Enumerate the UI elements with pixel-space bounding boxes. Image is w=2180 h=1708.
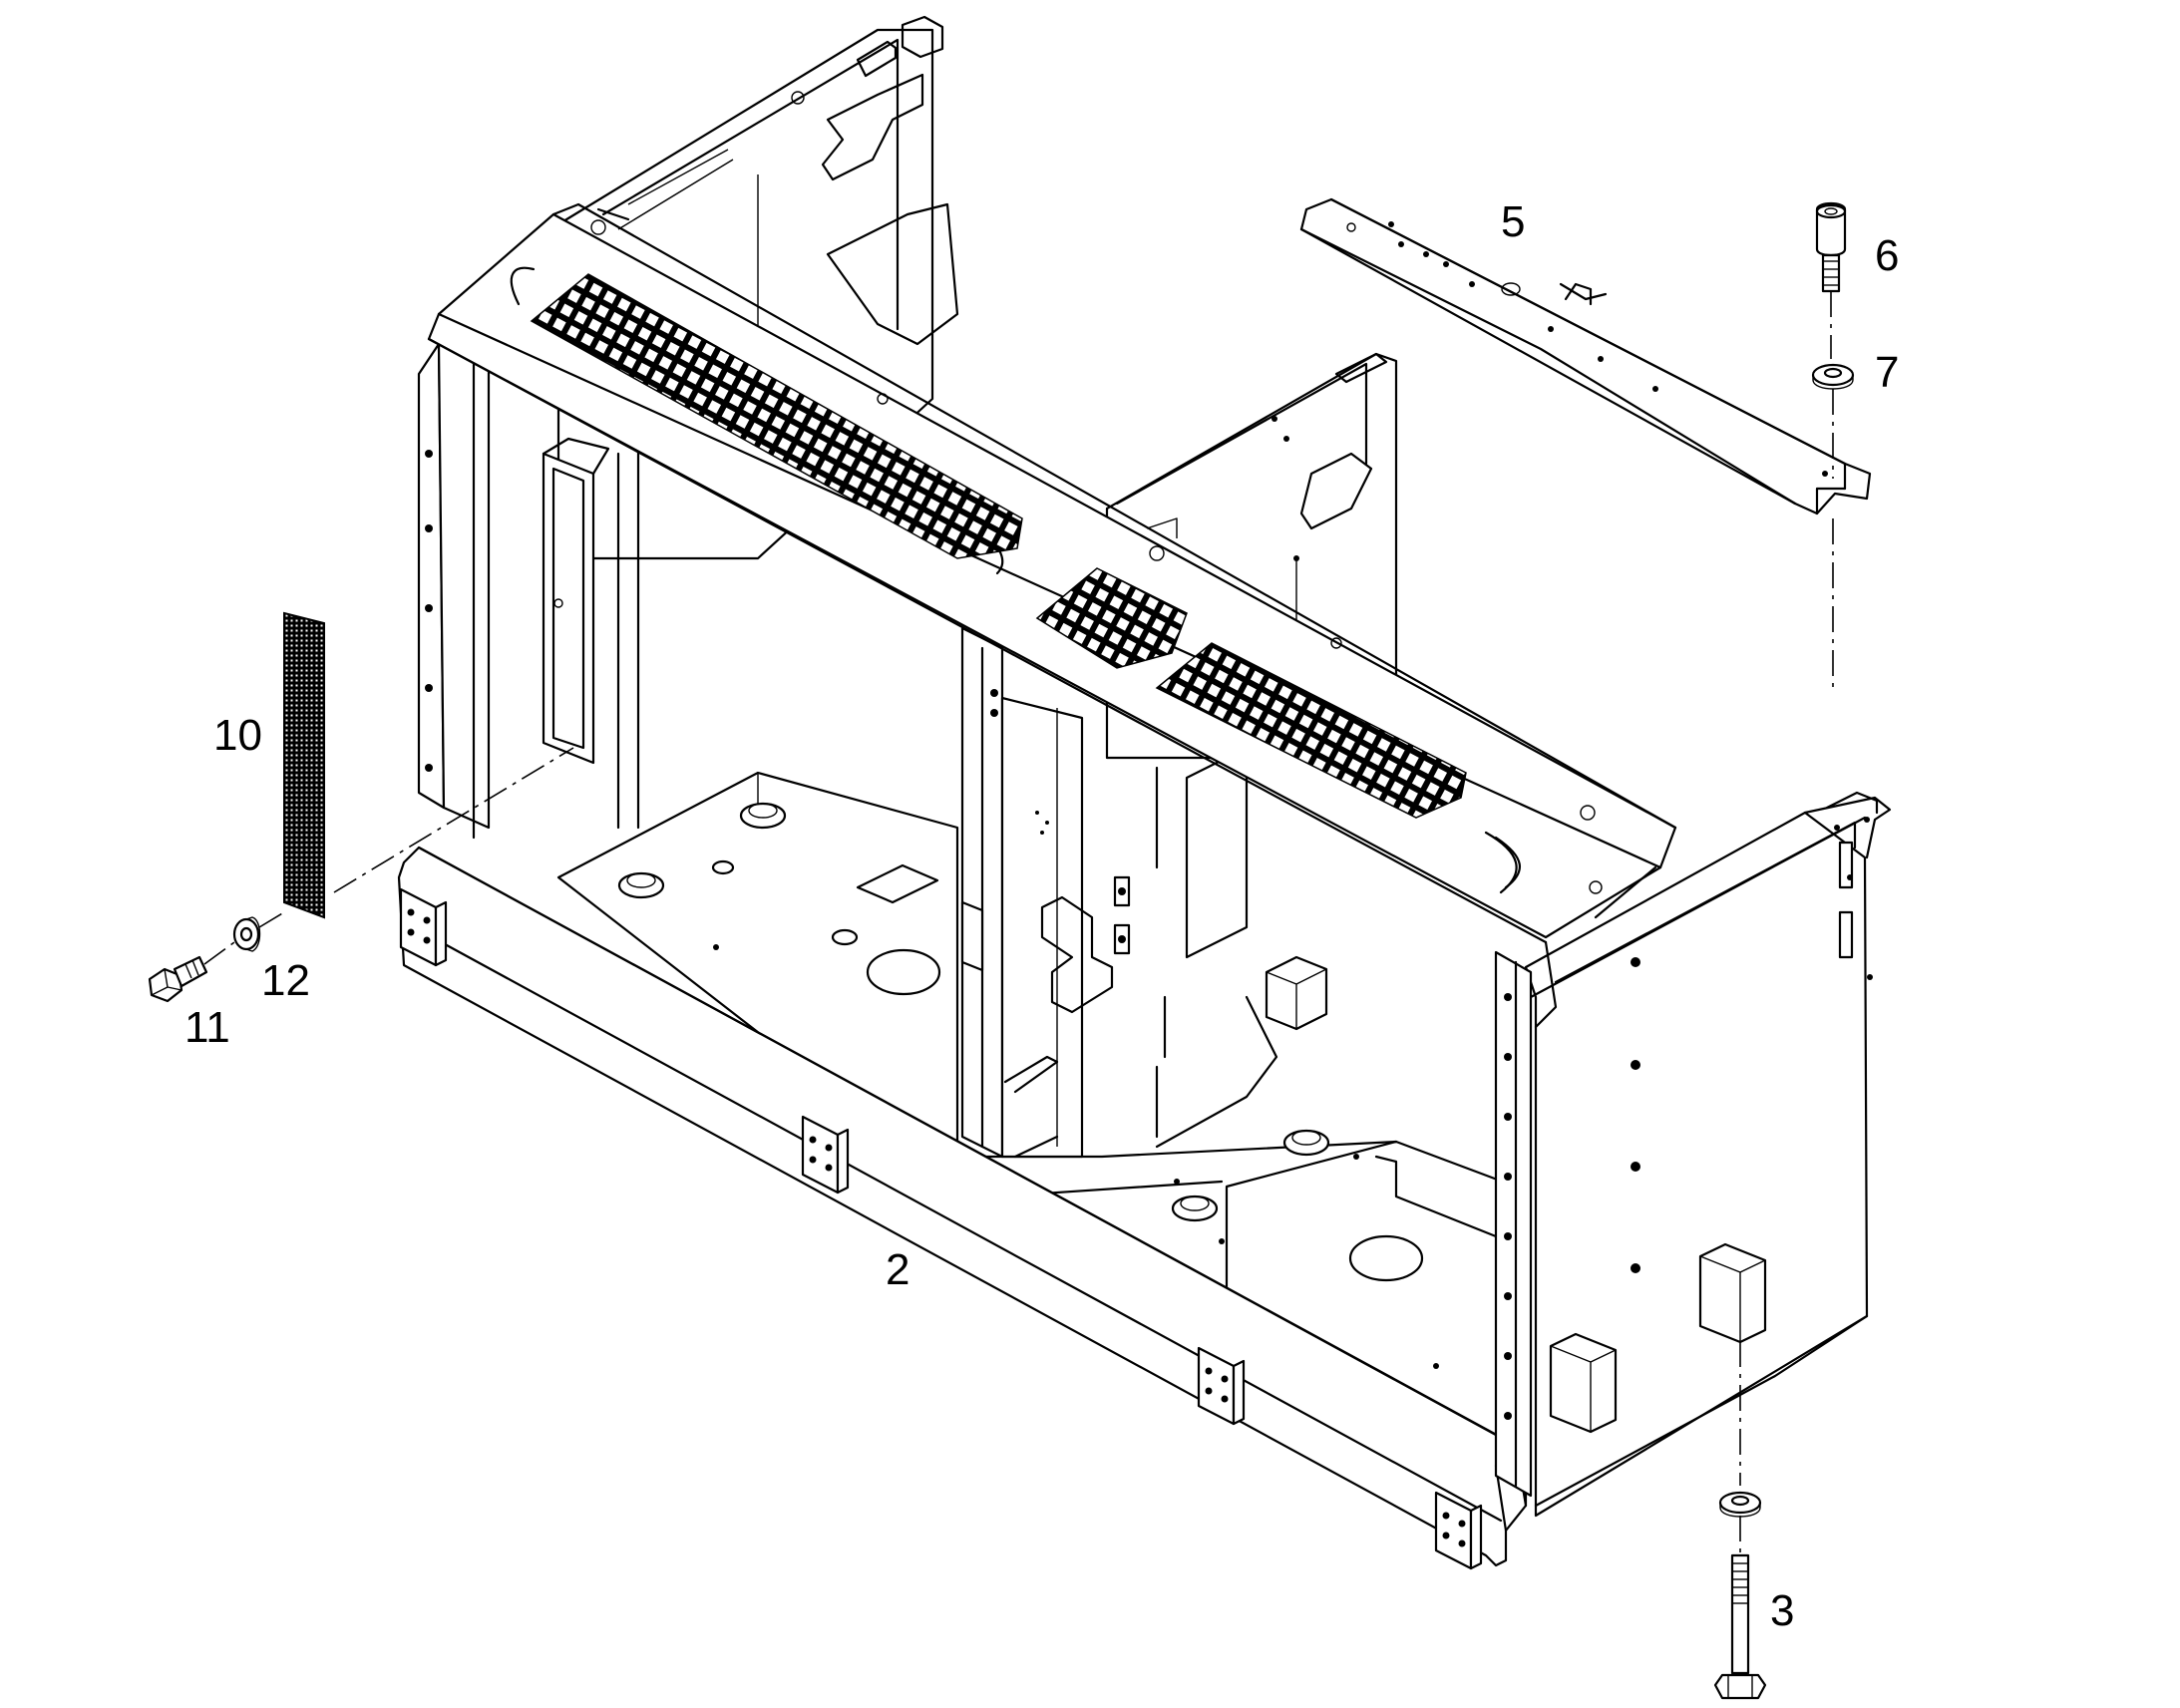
part-5-top-rail	[1299, 197, 1872, 515]
callout-5: 5	[1501, 197, 1525, 246]
part-11-hex-bolt	[148, 955, 208, 1003]
right-panel-holes	[1631, 957, 1640, 1273]
foot-pad-4	[1434, 1491, 1483, 1570]
front-foot-beam	[397, 846, 1528, 1570]
part-12-washer	[232, 916, 261, 952]
callout-12: 12	[261, 956, 310, 1005]
assembly-lines	[203, 291, 1834, 1555]
part-10-mesh-filter	[283, 611, 325, 919]
frame-right-side-panel	[1524, 791, 1892, 1518]
callout-3: 3	[1770, 1586, 1794, 1635]
callout-10: 10	[213, 711, 262, 760]
callout-2: 2	[886, 1245, 909, 1294]
part-3-hex-bolt	[1713, 1491, 1767, 1700]
vent-grille-right	[1155, 642, 1467, 819]
callout-11: 11	[184, 1003, 230, 1052]
part-6-socket-screw	[1815, 201, 1847, 293]
callout-7: 7	[1875, 348, 1899, 397]
vent-grille-left	[530, 273, 1023, 559]
part-7-washer	[1811, 363, 1855, 390]
front-right-post	[1494, 950, 1533, 1498]
frame-left-side-panel	[417, 322, 640, 840]
vent-grille-middle	[1035, 567, 1188, 669]
foot-pad-1	[399, 887, 448, 967]
callout-6: 6	[1875, 231, 1899, 280]
top-beam	[427, 202, 1677, 1029]
left-panel-holes	[425, 450, 433, 772]
foot-pad-2	[801, 1115, 850, 1195]
callout-labels: 5 6 7 10 12 11 2 3	[184, 197, 1899, 1635]
foot-pad-3	[1197, 1346, 1246, 1426]
frame-center-partition	[960, 626, 1328, 1159]
